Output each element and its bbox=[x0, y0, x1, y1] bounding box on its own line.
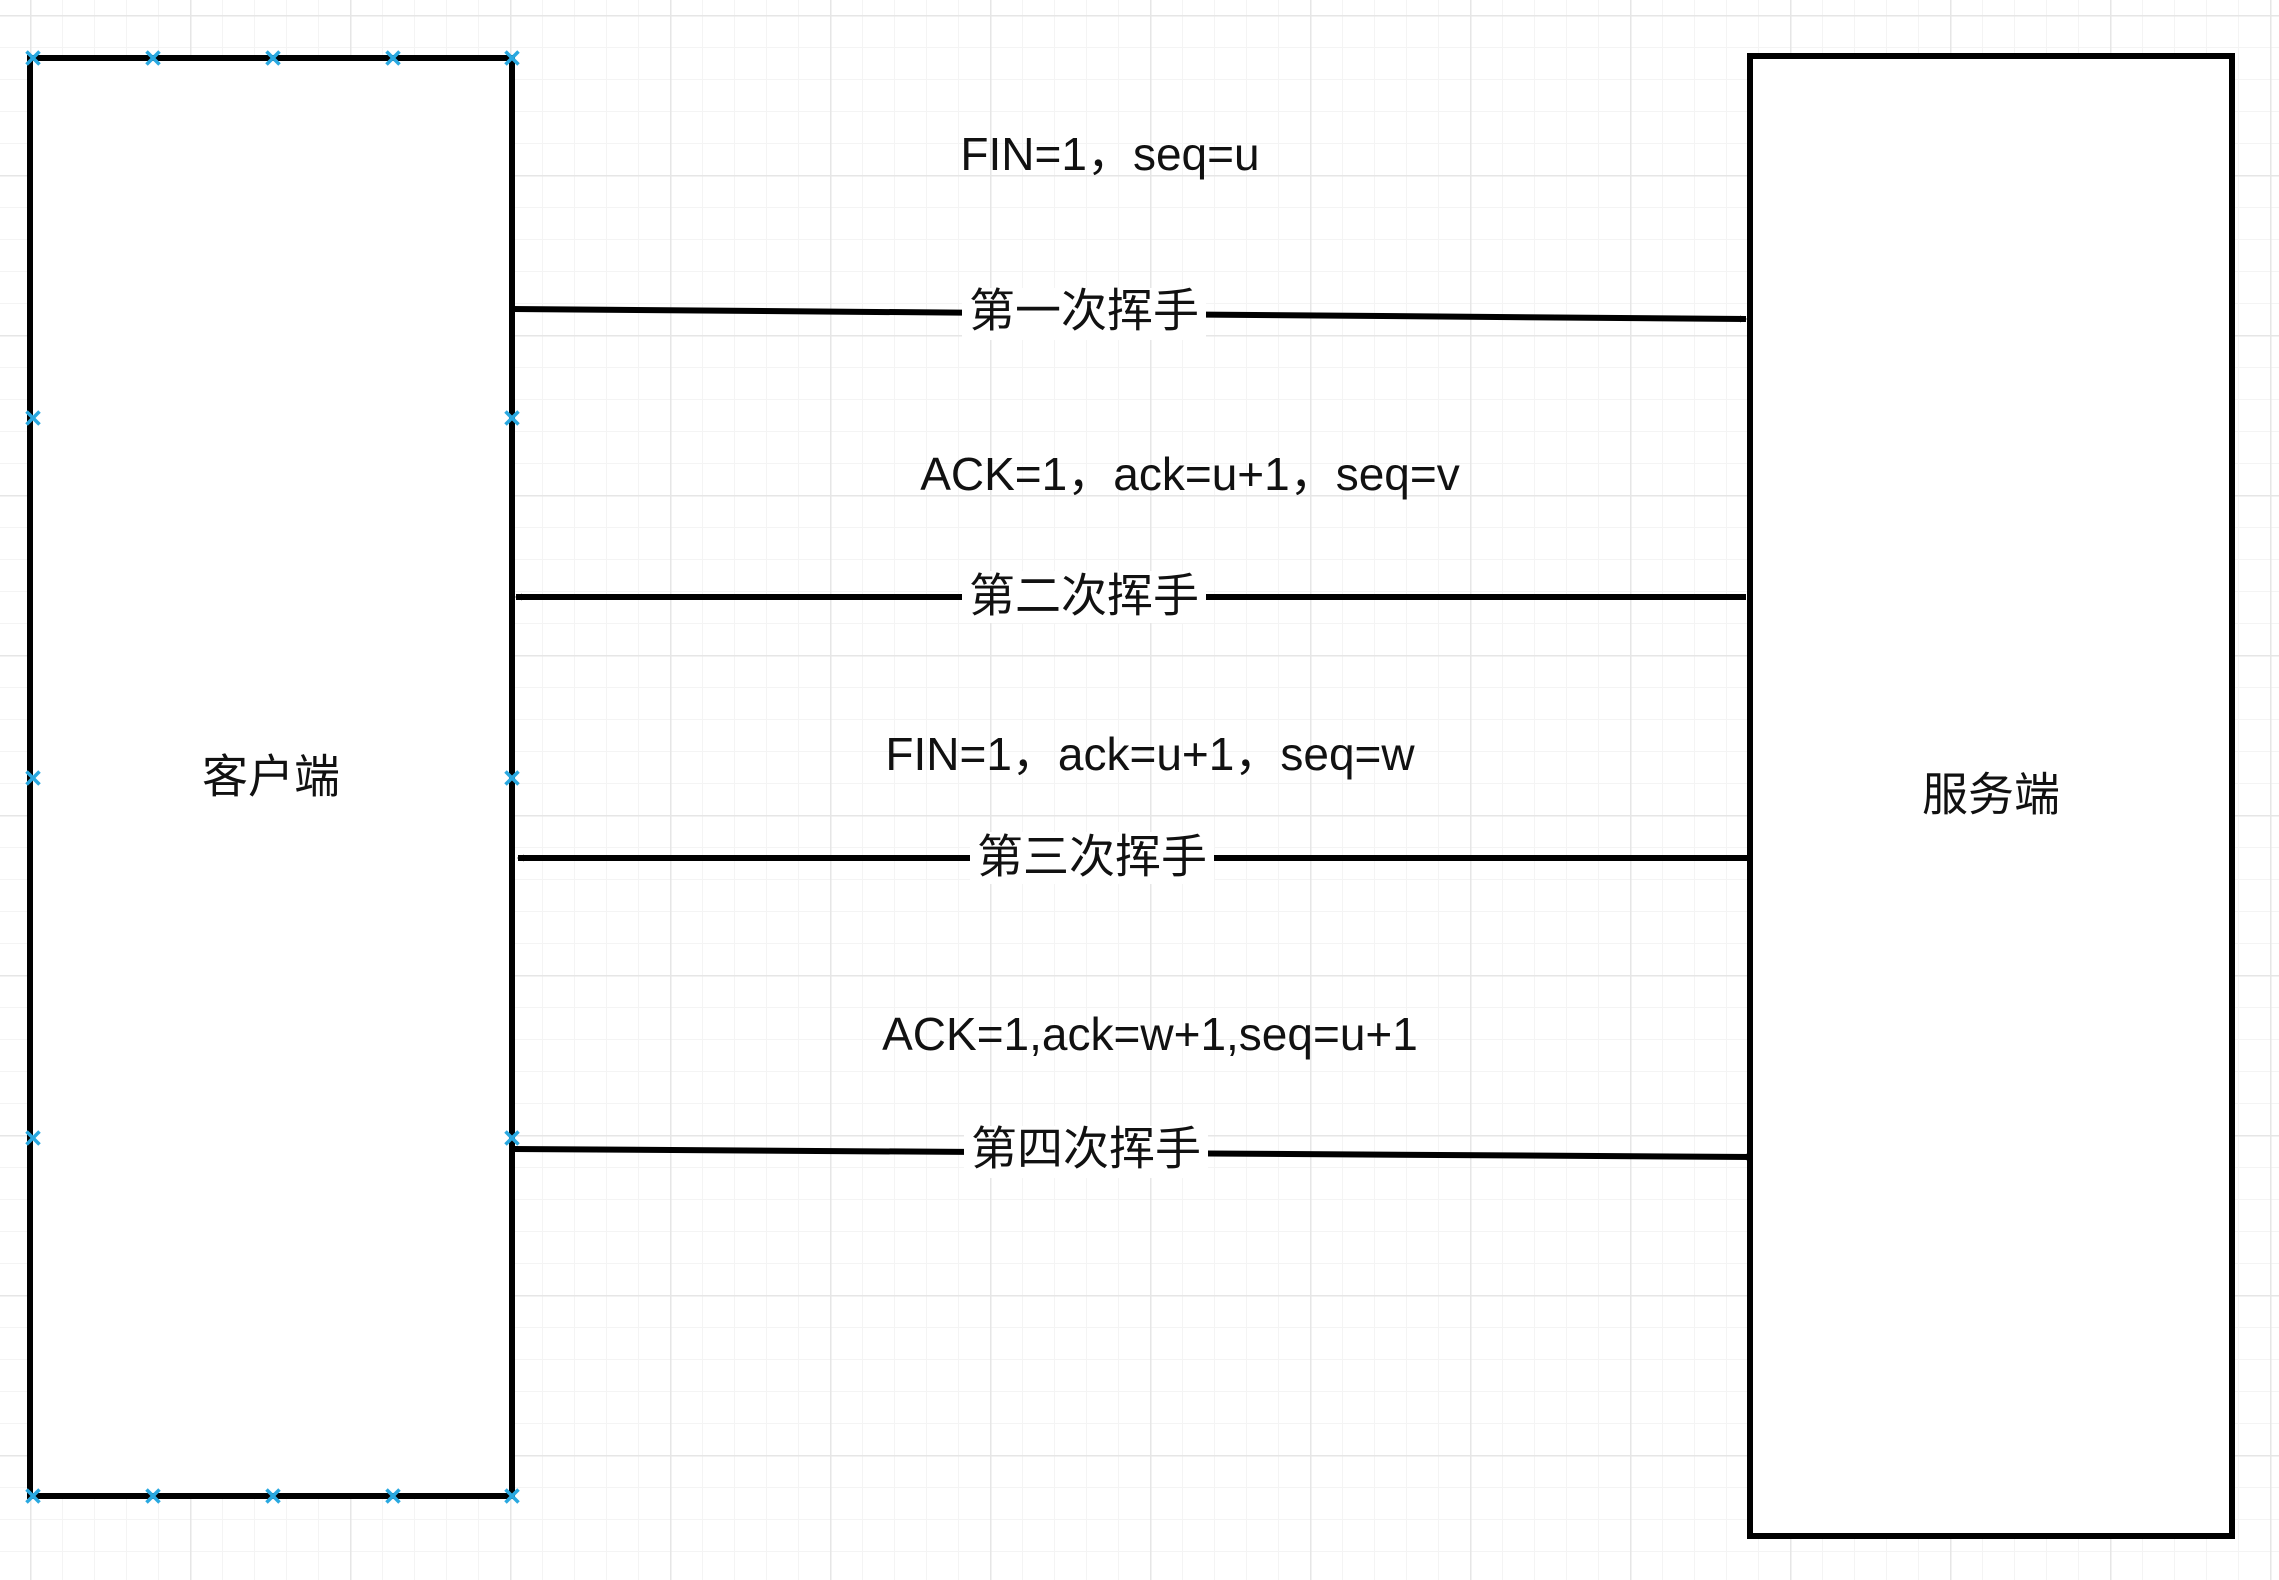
selection-handle[interactable] bbox=[265, 50, 281, 66]
step-4-label: 第四次挥手 bbox=[971, 1122, 1201, 1176]
selection-handle[interactable] bbox=[385, 50, 401, 66]
server-node[interactable]: 服务端 bbox=[1747, 53, 2235, 1539]
message-3-label: FIN=1，ack=u+1，seq=w bbox=[885, 728, 1415, 780]
selection-handle[interactable] bbox=[504, 770, 520, 786]
step-2-background bbox=[962, 571, 1206, 623]
step-1-background bbox=[962, 288, 1206, 340]
message-4-label: ACK=1,ack=w+1,seq=u+1 bbox=[882, 1008, 1418, 1060]
selection-handle[interactable] bbox=[25, 1488, 41, 1504]
selection-handles[interactable] bbox=[25, 50, 520, 1504]
message-3[interactable]: FIN=1，ack=u+1，seq=w 第三次挥手 bbox=[516, 728, 1750, 884]
message-2-label: ACK=1，ack=u+1，seq=v bbox=[920, 448, 1460, 500]
selection-handle[interactable] bbox=[25, 770, 41, 786]
server-label: 服务端 bbox=[1922, 768, 2060, 822]
selection-handle[interactable] bbox=[25, 1130, 41, 1146]
selection-handle[interactable] bbox=[145, 50, 161, 66]
client-box[interactable] bbox=[27, 55, 515, 1499]
selection-handle[interactable] bbox=[504, 50, 520, 66]
step-3-background bbox=[970, 832, 1214, 884]
step-4-background bbox=[964, 1126, 1208, 1178]
server-box[interactable] bbox=[1747, 53, 2235, 1539]
selection-handle[interactable] bbox=[25, 50, 41, 66]
step-2-label: 第二次挥手 bbox=[969, 569, 1199, 623]
message-2[interactable]: ACK=1，ack=u+1，seq=v 第二次挥手 bbox=[514, 448, 1746, 623]
selection-handle[interactable] bbox=[504, 1488, 520, 1504]
client-node[interactable]: 客户端 bbox=[27, 55, 515, 1499]
selection-handle[interactable] bbox=[265, 1488, 281, 1504]
selection-handle[interactable] bbox=[145, 1488, 161, 1504]
selection-handle[interactable] bbox=[25, 410, 41, 426]
selection-handle[interactable] bbox=[385, 1488, 401, 1504]
client-label: 客户端 bbox=[202, 750, 340, 804]
step-1-label: 第一次挥手 bbox=[969, 284, 1199, 338]
message-1[interactable]: FIN=1，seq=u 第一次挥手 bbox=[511, 128, 1748, 340]
selection-handle[interactable] bbox=[504, 1130, 520, 1146]
selection-handle[interactable] bbox=[504, 410, 520, 426]
message-1-label: FIN=1，seq=u bbox=[960, 128, 1259, 180]
step-3-label: 第三次挥手 bbox=[977, 830, 1207, 884]
message-4[interactable]: ACK=1,ack=w+1,seq=u+1 第四次挥手 bbox=[511, 1008, 1754, 1178]
